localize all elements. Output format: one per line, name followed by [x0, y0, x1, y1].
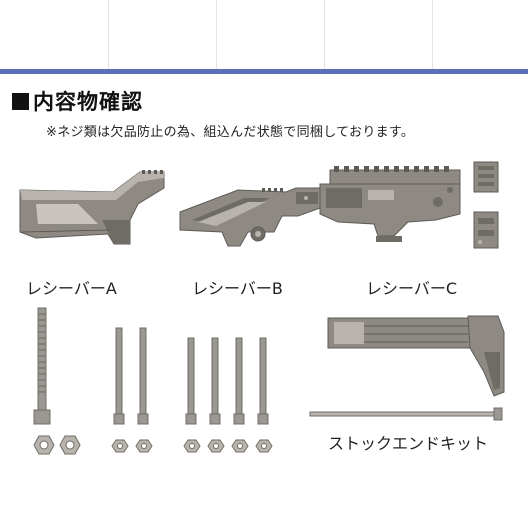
receiver-c-image [319, 166, 461, 242]
header-divider [216, 0, 217, 69]
receiver-c-small-parts-image [473, 161, 499, 249]
header-divider [432, 0, 433, 69]
receiver-b-label: レシーバーB [192, 279, 283, 298]
receiver-b-image [179, 187, 321, 247]
packing-note: ※ネジ類は欠品防止の為、組込んだ状態で同梱しております。 [46, 125, 415, 140]
header-divider [108, 0, 109, 69]
page-title: 内容物確認 [12, 86, 143, 116]
screws-image [33, 307, 273, 455]
header-divider [324, 0, 325, 69]
accent-bar [0, 69, 528, 74]
page-title-text: 内容物確認 [33, 90, 143, 114]
receiver-a-image [19, 170, 165, 245]
stock-end-kit-image [309, 315, 505, 421]
header-band [0, 0, 528, 69]
receiver-a-label: レシーバーA [26, 279, 117, 298]
receiver-c-label: レシーバーC [366, 279, 458, 298]
square-bullet-icon [12, 93, 29, 110]
stock-end-kit-label: ストックエンドキット [328, 434, 489, 453]
